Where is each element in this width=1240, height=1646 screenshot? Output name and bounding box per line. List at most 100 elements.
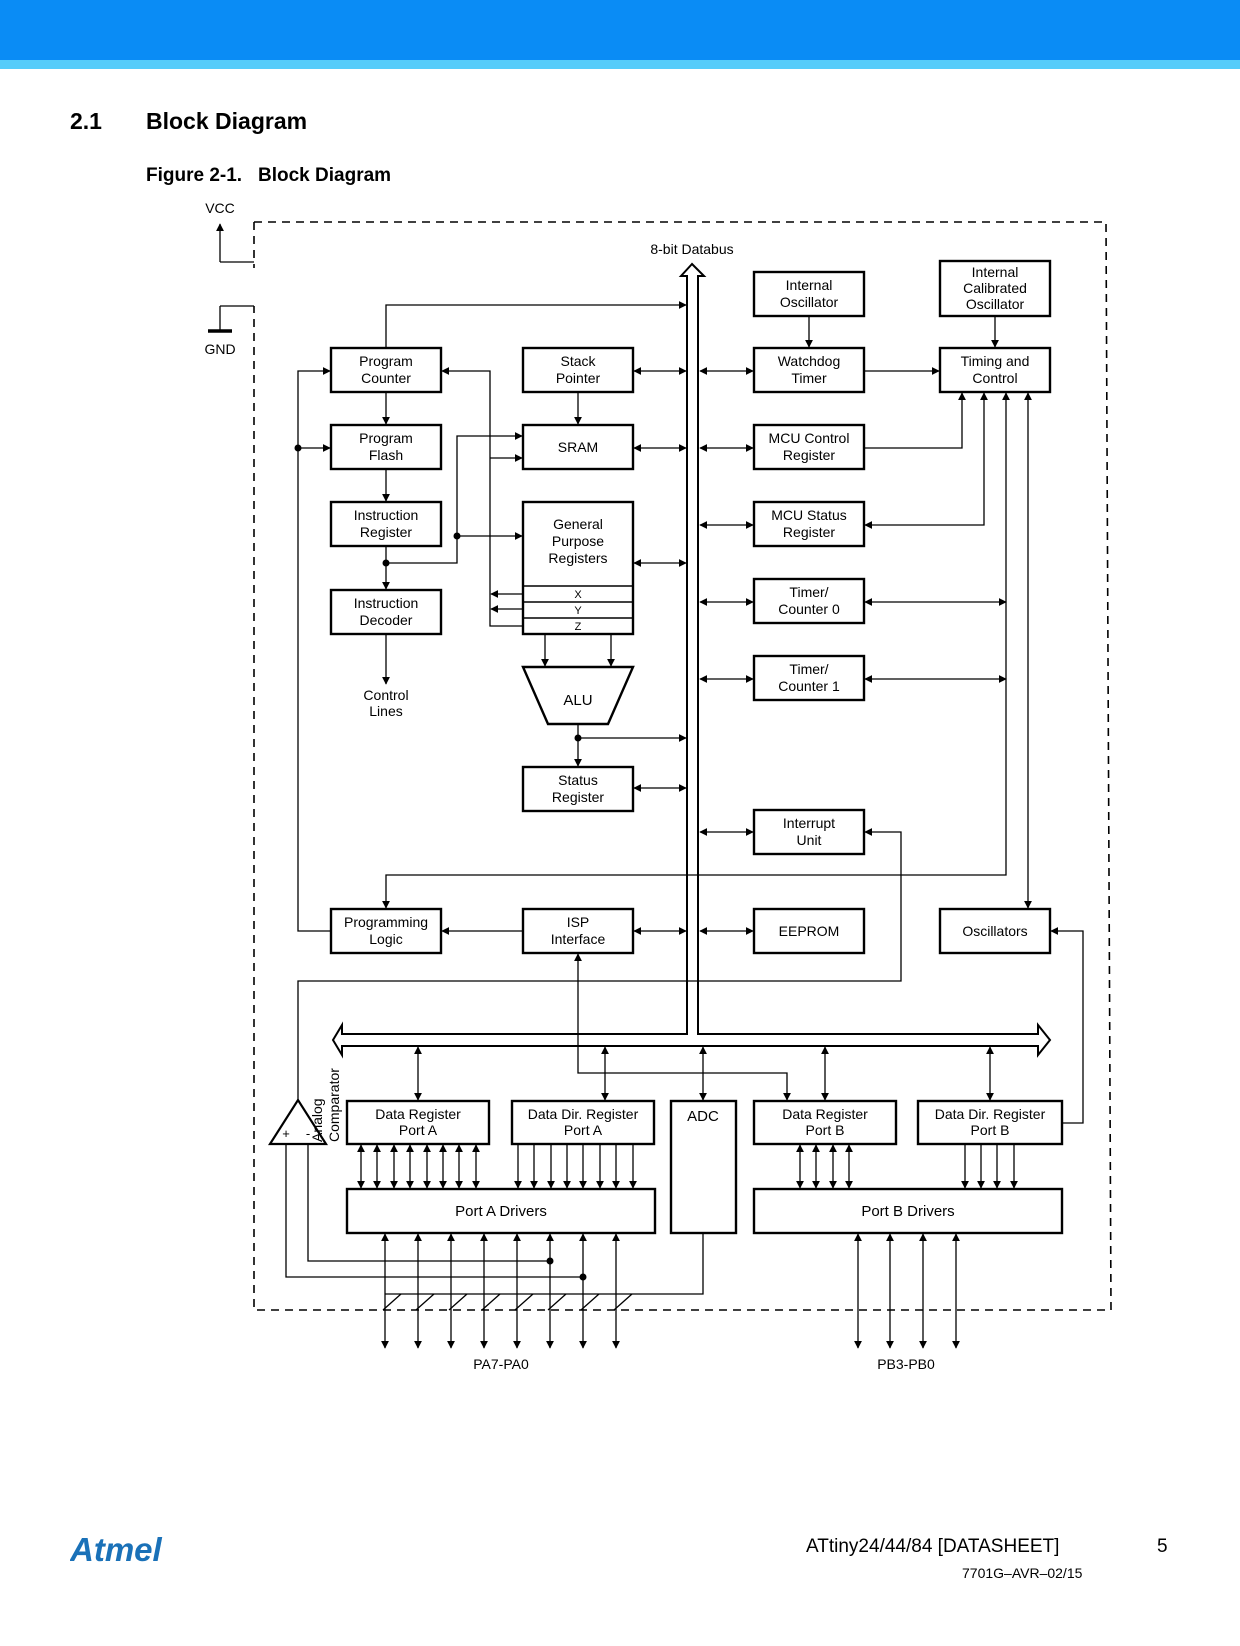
comp-minus: - <box>306 1126 310 1141</box>
status-register-line1: Status <box>558 772 598 788</box>
svg-text:Program: Program <box>359 430 413 446</box>
doc-title: ATtiny24/44/84 [DATASHEET] <box>806 1536 1060 1557</box>
svg-text:Calibrated: Calibrated <box>963 280 1027 296</box>
control-lines-line2: Lines <box>369 703 402 719</box>
data-register-b-line1: Data Register <box>782 1106 868 1122</box>
svg-text:Decoder: Decoder <box>360 612 413 628</box>
stack-pointer-line2: Pointer <box>556 370 601 386</box>
svg-text:Data Register: Data Register <box>782 1106 868 1122</box>
data-register-b-line2: Port B <box>806 1122 845 1138</box>
timer-counter1-line1: Timer/ <box>789 661 828 677</box>
svg-text:Control: Control <box>363 687 408 703</box>
reg-x-label: X <box>574 589 582 601</box>
figure-title: Block Diagram <box>258 165 392 186</box>
oscillators-box <box>938 907 1052 955</box>
page-number: 5 <box>1157 1536 1168 1557</box>
svg-text:Port A: Port A <box>399 1122 438 1138</box>
isp-interface-line2: Interface <box>551 931 606 947</box>
analog-comparator-line2: Comparator <box>326 1068 342 1142</box>
svg-text:Oscillator: Oscillator <box>966 296 1025 312</box>
isp-interface-line1: ISP <box>567 914 590 930</box>
mcu-control-line2: Register <box>783 447 835 463</box>
data-dir-register-a-box <box>510 1099 656 1146</box>
port-a-data-arrows <box>357 1144 480 1189</box>
port-b-data-arrows <box>796 1144 853 1189</box>
svg-text:General: General <box>553 516 603 532</box>
interrupt-unit-line1: Interrupt <box>783 815 835 831</box>
svg-text:Data Dir. Register: Data Dir. Register <box>528 1106 639 1122</box>
gpr-line2: Purpose <box>552 533 604 549</box>
svg-text:Control: Control <box>972 370 1017 386</box>
program-flash-line2: Flash <box>369 447 403 463</box>
svg-text:Interface: Interface <box>551 931 606 947</box>
svg-text:Timing and: Timing and <box>961 353 1030 369</box>
svg-text:ISP: ISP <box>567 914 590 930</box>
program-counter-line2: Counter <box>361 370 411 386</box>
vcc-label: VCC <box>205 200 235 216</box>
port-a-drivers-box <box>345 1187 657 1235</box>
port-b-drivers-label: Port B Drivers <box>861 1203 954 1220</box>
svg-text:Register: Register <box>783 524 835 540</box>
data-dir-register-a-line1: Data Dir. Register <box>528 1106 639 1122</box>
analog-tap <box>448 1293 468 1311</box>
watchdog-timer-line2: Timer <box>791 370 827 386</box>
timing-control-box <box>938 346 1052 394</box>
eeprom-box <box>752 907 866 955</box>
header-stripe <box>0 60 1240 69</box>
analog-tap <box>514 1293 534 1311</box>
comp-plus: + <box>282 1126 290 1141</box>
int-cal-osc-line3: Oscillator <box>966 296 1025 312</box>
svg-text:Port B: Port B <box>806 1122 845 1138</box>
svg-text:Port A: Port A <box>564 1122 603 1138</box>
svg-text:Pointer: Pointer <box>556 370 601 386</box>
program-counter-line1: Program <box>359 353 413 369</box>
data-dir-register-a-line2: Port A <box>564 1122 603 1138</box>
port-b-drivers-box <box>752 1187 1064 1235</box>
svg-text:Program: Program <box>359 353 413 369</box>
svg-text:Oscillator: Oscillator <box>780 294 839 310</box>
svg-text:Data Register: Data Register <box>375 1106 461 1122</box>
programming-logic-line1: Programming <box>344 914 428 930</box>
reg-z-label: Z <box>575 621 582 633</box>
svg-text:Data Dir. Register: Data Dir. Register <box>935 1106 1046 1122</box>
svg-text:Timer/: Timer/ <box>789 584 828 600</box>
alu-label: ALU <box>563 692 592 709</box>
stack-pointer-line1: Stack <box>560 353 596 369</box>
control-lines-line1: Control <box>363 687 408 703</box>
atmel-logo: Atmel <box>70 1532 163 1568</box>
timing-control-line2: Control <box>972 370 1017 386</box>
svg-text:Watchdog: Watchdog <box>778 353 841 369</box>
svg-text:MCU Control: MCU Control <box>769 430 850 446</box>
atmel-logo-text: Atmel <box>70 1532 163 1568</box>
svg-text:Counter 0: Counter 0 <box>778 601 840 617</box>
svg-text:Internal: Internal <box>786 277 833 293</box>
port-b-dir-arrows <box>961 1145 1018 1189</box>
analog-tap <box>481 1293 501 1311</box>
adc-label: ADC <box>687 1108 719 1125</box>
chip-boundary <box>253 221 1112 1311</box>
gpr-line1: General <box>553 516 603 532</box>
svg-text:Analog: Analog <box>309 1098 325 1142</box>
section-number: 2.1 <box>70 108 102 134</box>
analog-tap <box>613 1293 633 1311</box>
interrupt-unit-line2: Unit <box>797 832 822 848</box>
svg-text:Unit: Unit <box>797 832 822 848</box>
databus-label: 8-bit Databus <box>650 241 733 257</box>
svg-text:Comparator: Comparator <box>326 1068 342 1142</box>
program-counter-box <box>329 346 443 394</box>
svg-text:Instruction: Instruction <box>354 595 419 611</box>
sram-label: SRAM <box>558 439 598 455</box>
timer-counter1-line2: Counter 1 <box>778 678 840 694</box>
svg-text:Status: Status <box>558 772 598 788</box>
svg-text:Registers: Registers <box>548 550 607 566</box>
doc-code: 7701G–AVR–02/15 <box>962 1565 1083 1581</box>
instruction-decoder-line2: Decoder <box>360 612 413 628</box>
figure-number: Figure 2-1. <box>146 165 243 186</box>
analog-tap <box>415 1293 435 1311</box>
programming-logic-line2: Logic <box>369 931 402 947</box>
svg-text:Timer/: Timer/ <box>789 661 828 677</box>
port-b-pins-label: PB3-PB0 <box>877 1356 935 1372</box>
stack-pointer-box <box>521 346 635 394</box>
analog-comparator-shape <box>267 1097 329 1146</box>
eeprom-label: EEPROM <box>779 923 840 939</box>
